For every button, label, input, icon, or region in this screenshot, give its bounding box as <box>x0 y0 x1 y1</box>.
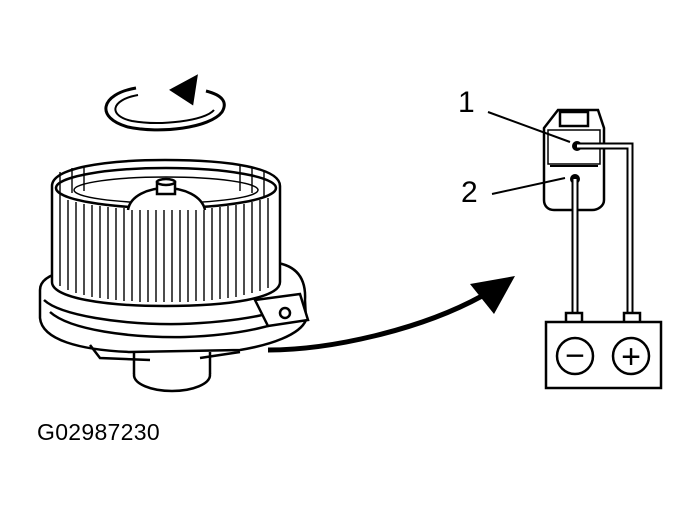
direction-arrow-icon <box>267 276 515 353</box>
blower-motor <box>38 158 310 393</box>
callout-leader-1 <box>487 111 571 143</box>
callout-label-2: 2 <box>461 176 478 209</box>
connector <box>542 108 606 212</box>
figure-code: G02987230 <box>37 419 160 445</box>
battery-negative-symbol: − <box>565 337 585 375</box>
callout-leader-2 <box>491 177 566 195</box>
callout-label-1: 1 <box>458 86 475 119</box>
rotation-arrow-icon <box>104 74 226 132</box>
battery-positive-symbol: + <box>621 338 641 376</box>
battery <box>544 311 663 390</box>
